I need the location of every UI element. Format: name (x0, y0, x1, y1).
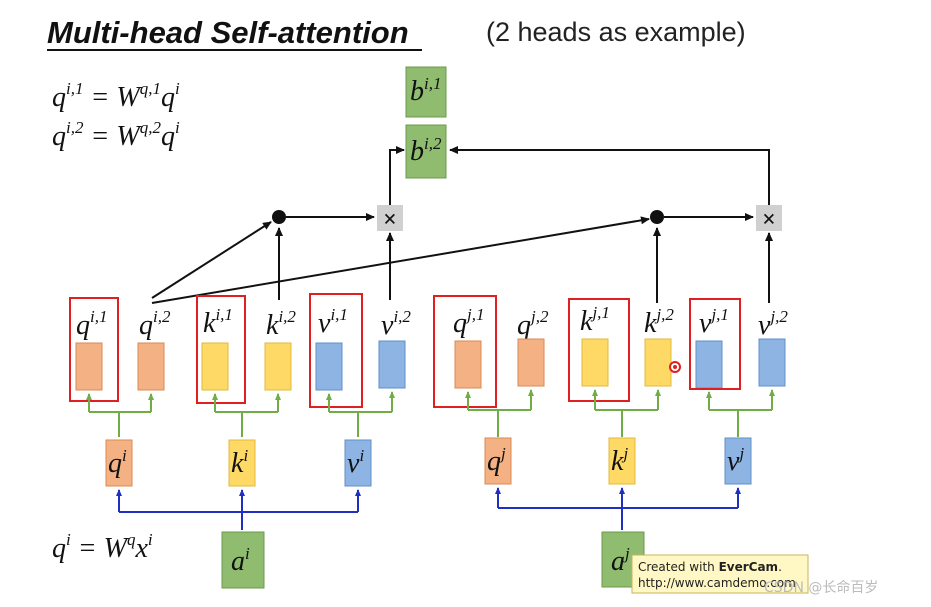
diagram-subtitle: (2 heads as example) (486, 17, 746, 47)
source-credit: CSDN @长命百岁 (764, 579, 878, 596)
vector-box-k-j1 (581, 338, 609, 387)
arrow-q-i2-to-dot1 (151, 221, 272, 299)
vector-box-v-i1 (315, 342, 343, 391)
output-box-b-i2 (405, 124, 447, 179)
svg-text:qj: qj (487, 444, 506, 477)
svg-text:vj,2: vj,2 (758, 307, 788, 341)
svg-text:vi: vi (347, 446, 364, 479)
svg-text:ki,1: ki,1 (203, 305, 233, 339)
vector-box-q-j (484, 437, 512, 485)
arrow-q-i2-to-dot2 (151, 216, 650, 304)
vector-box-v-i (344, 439, 372, 487)
svg-text:kj,2: kj,2 (644, 305, 674, 339)
output-label-b-i2: bi,2 (410, 134, 442, 167)
watermark-line2: http://www.camdemo.com (638, 576, 796, 590)
svg-text:vj: vj (727, 444, 744, 477)
svg-text:kj: kj (611, 444, 628, 477)
svg-text:qi,2 = Wq,2qi: qi,2 = Wq,2qi (52, 118, 180, 152)
head-vector-boxes (75, 338, 786, 391)
qkv-vectors: qi ki vi qj kj vj (105, 437, 752, 487)
arrow-head1-to-output (389, 146, 405, 205)
head-labels: qi,1 qi,2 ki,1 ki,2 vi,1 vi,2 qj,1 qj,2 … (76, 303, 788, 341)
vector-box-q-i (105, 439, 133, 487)
arrow-head2-to-output (449, 146, 770, 207)
input-label-a-j: aj (611, 544, 630, 577)
svg-text:vj,1: vj,1 (699, 305, 729, 339)
svg-text:qi,1: qi,1 (76, 307, 107, 341)
svg-text:qj,1: qj,1 (453, 305, 484, 339)
svg-text:vi,1: vi,1 (318, 305, 348, 339)
svg-text:qi = Wqxi: qi = Wqxi (52, 530, 153, 564)
svg-text:qi,1 = Wq,1qi: qi,1 = Wq,1qi (52, 79, 180, 113)
svg-text:kj,1: kj,1 (580, 303, 610, 337)
vector-box-k-i2 (264, 342, 292, 391)
output-label-b-i1: bi,1 (410, 74, 441, 107)
dot-product-node-head2 (650, 210, 664, 224)
dot-product-node-head1 (272, 210, 286, 224)
svg-text:qi,2: qi,2 (139, 307, 171, 341)
split-trees (86, 389, 775, 437)
vector-box-k-i (228, 439, 256, 487)
vector-box-q-j1 (454, 340, 482, 389)
highlight-v-i1 (309, 293, 363, 408)
multiply-box-head2 (756, 205, 782, 231)
svg-text:qj,2: qj,2 (517, 307, 549, 341)
output-box-b-i1 (405, 66, 447, 118)
highlight-q-j1 (433, 295, 497, 408)
vector-box-k-i1 (201, 342, 229, 391)
watermark-line1: Created with EverCam. (638, 560, 782, 574)
highlight-v-j1 (689, 298, 741, 390)
multiply-icon-head1: × (383, 207, 397, 233)
input-projection-lines (116, 487, 741, 530)
highlight-k-i1 (196, 295, 246, 404)
watermark-box (631, 554, 809, 594)
highlight-k-j1 (568, 298, 630, 402)
input-label-a-i: ai (231, 544, 250, 577)
vector-box-v-j (724, 437, 752, 485)
svg-text:ki,2: ki,2 (266, 307, 296, 341)
equation-q-head2: qi,2 = Wq,2qi (52, 118, 180, 152)
highlight-q-i1 (69, 297, 119, 402)
vector-box-q-i1 (75, 342, 103, 391)
diagram-title: Multi-head Self-attention (47, 15, 409, 50)
svg-text:vi,2: vi,2 (381, 307, 411, 341)
svg-text:ki: ki (231, 446, 248, 479)
vector-box-k-j (608, 437, 636, 485)
multiply-icon-head2: × (762, 207, 776, 233)
vector-box-v-j1 (695, 340, 723, 389)
highlight-boxes (69, 293, 741, 408)
svg-text:qi: qi (108, 446, 127, 479)
input-box-a-i (221, 531, 265, 589)
vector-box-k-j2 (644, 338, 672, 387)
vector-box-q-i2 (137, 342, 165, 391)
multiply-box-head1 (377, 205, 403, 231)
equation-q-projection: qi = Wqxi (52, 530, 153, 564)
vector-box-v-j2 (758, 338, 786, 387)
vector-box-q-j2 (517, 338, 545, 387)
equation-q-head1: qi,1 = Wq,1qi (52, 79, 180, 113)
vector-box-v-i2 (378, 340, 406, 389)
